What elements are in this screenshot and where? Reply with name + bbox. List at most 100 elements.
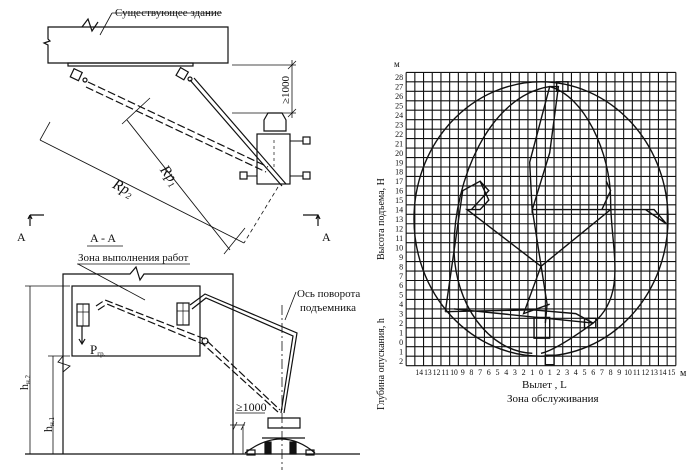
cradle-top	[557, 82, 568, 91]
y-tick-label: 0	[399, 338, 403, 347]
y-tick-label: 25	[395, 102, 403, 111]
solid-boom	[189, 77, 287, 187]
outer-envelope	[414, 82, 668, 356]
dim-1000-elev	[230, 421, 246, 454]
x-tick-label: 2	[522, 368, 526, 377]
section-right-label: A	[322, 230, 331, 244]
y-tick-label: 6	[399, 281, 403, 290]
outrigger-3	[239, 171, 248, 180]
rotation-axis-label-1: Ось поворота	[297, 288, 360, 300]
x-tick-label: 12	[642, 368, 650, 377]
y-tick-label: 15	[395, 196, 403, 205]
x-label: Вылет , L	[522, 379, 567, 391]
cradle-right-grid	[585, 318, 596, 327]
y-tick-label: 7	[399, 272, 403, 281]
building-outline	[62, 265, 234, 454]
dashed-boom	[85, 81, 269, 173]
existing-building	[42, 26, 229, 64]
y-tick-label: 12	[395, 224, 403, 233]
x-tick-label: 10	[624, 368, 632, 377]
section-left-label: A	[17, 230, 26, 244]
x-tick-label: 1	[548, 368, 552, 377]
x-tick-label: 4	[574, 368, 578, 377]
x-tick-label: 0	[539, 368, 543, 377]
x-tick-label: 15	[668, 368, 676, 377]
x-tick-label: 11	[633, 368, 641, 377]
y-tick-label: 1	[399, 329, 403, 338]
lift-turret	[263, 112, 287, 132]
x-tick-label: 5	[496, 368, 500, 377]
x-tick-label: 4	[504, 368, 508, 377]
y-tick-label: 11	[395, 234, 403, 243]
y-tick-label: 28	[395, 73, 403, 82]
h1-label: hн.1	[41, 417, 56, 432]
x-tick-label: 2	[556, 368, 560, 377]
plan-clearance: ≥1000	[280, 75, 292, 104]
plan-view: ≥1000	[27, 12, 321, 255]
y-tick-label: 3	[399, 310, 403, 319]
work-zone-label: Зона выполнения работ	[78, 252, 189, 264]
building-label: Существующее здание	[115, 7, 222, 19]
x-unit: м	[680, 368, 687, 379]
x-tick-label: 9	[461, 368, 465, 377]
y-tick-label: 20	[395, 149, 403, 158]
crane-base	[244, 417, 316, 454]
y-tick-label: 2	[399, 319, 403, 328]
y-tick-label: 21	[395, 139, 403, 148]
y-tick-label: 19	[395, 158, 403, 167]
x-tick-label: 10	[450, 368, 458, 377]
x-tick-label: 8	[469, 368, 473, 377]
x-tick-label: 14	[659, 368, 667, 377]
y-tick-label: 10	[395, 243, 403, 252]
x-tick-label: 6	[487, 368, 491, 377]
y-tick-label: 5	[399, 291, 403, 300]
service-zone-curves	[414, 82, 668, 365]
elevation-view	[25, 263, 360, 470]
break-mark	[81, 17, 99, 33]
dim-h1	[48, 355, 70, 454]
dimension-1000	[232, 60, 297, 118]
outrigger-1	[302, 136, 311, 145]
lift-body	[256, 133, 291, 185]
y-tick-label: 27	[395, 83, 403, 92]
h2-label: hн.2	[17, 375, 32, 390]
dim-h2	[25, 285, 70, 455]
cradle-1	[69, 67, 84, 82]
x-tick-label: 13	[650, 368, 658, 377]
x-tick-label: 8	[609, 368, 613, 377]
cradle-bottom	[545, 355, 554, 364]
section-title: A - A	[90, 231, 116, 245]
x-tick-label: 12	[433, 368, 441, 377]
rotation-axis-label-2: подъемника	[300, 302, 356, 314]
y-tick-label: 17	[395, 177, 403, 186]
section-mark-left	[27, 214, 44, 226]
rp2-label: Rp2	[109, 176, 137, 201]
cradle-2	[175, 66, 190, 81]
x-tick-label: 9	[617, 368, 621, 377]
y-tick-label: 13	[395, 215, 403, 224]
rp1-line	[126, 119, 231, 251]
load-arrow	[78, 326, 86, 346]
grid-caption: Зона обслуживания	[507, 393, 599, 405]
rp1-label: Rp1	[155, 162, 182, 190]
y-unit: м	[394, 59, 400, 69]
y-tick-label: 16	[395, 187, 403, 196]
x-tick-label: 7	[478, 368, 482, 377]
y-tick-label: 24	[395, 111, 403, 120]
x-tick-label: 7	[600, 368, 604, 377]
work-zone	[71, 285, 201, 357]
y-label-down: Глубина опускания, h	[376, 318, 387, 410]
x-tick-label: 11	[442, 368, 450, 377]
x-tick-label: 1	[530, 368, 534, 377]
y-tick-label: 1	[399, 347, 403, 356]
x-tick-label: 6	[591, 368, 595, 377]
x-tick-label: 3	[513, 368, 517, 377]
elev-clearance: ≥1000	[236, 400, 267, 414]
outrigger-2	[302, 171, 311, 180]
y-tick-label: 22	[395, 130, 403, 139]
x-tick-label: 5	[583, 368, 587, 377]
y-label-up: Высота подъема, H	[376, 178, 387, 260]
y-tick-label: 14	[395, 206, 403, 215]
